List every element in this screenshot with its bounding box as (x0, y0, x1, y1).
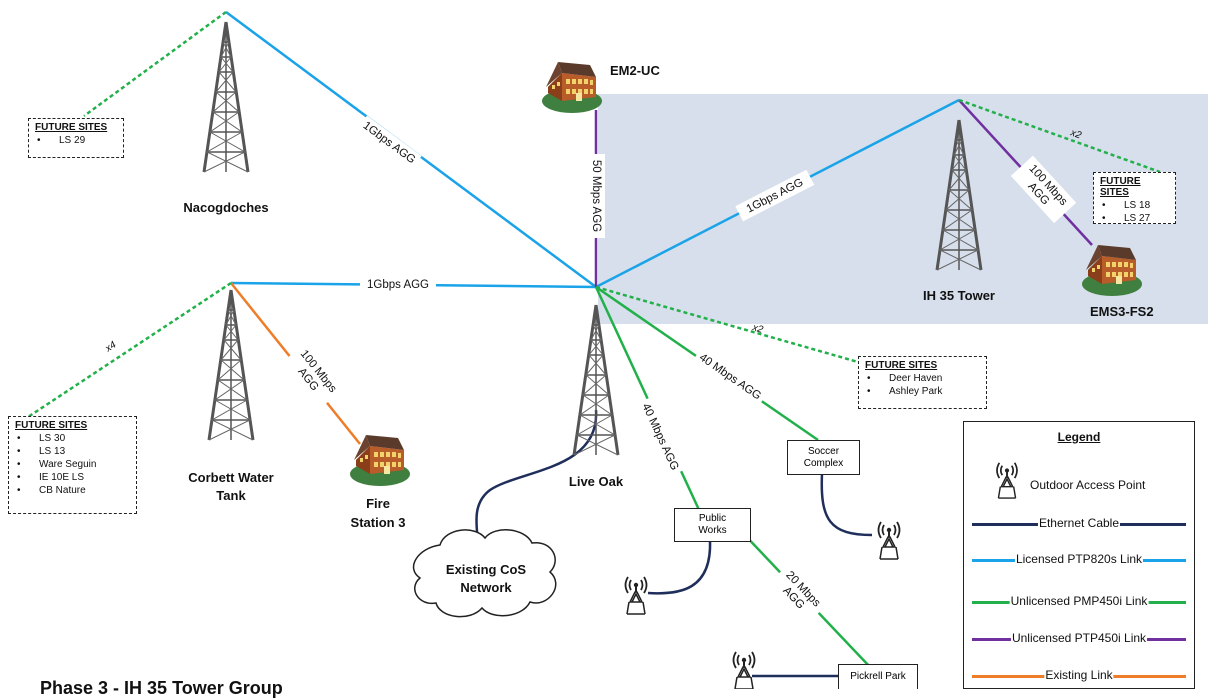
future-site-item: Ware Seguin (15, 458, 130, 471)
antenna-public-works-icon (624, 576, 648, 615)
tower-live-oak-label: Live Oak (569, 474, 624, 489)
future-link-corbett (27, 281, 232, 419)
future-link-ih35 (958, 98, 1161, 174)
future-site-item: LS 27 (1100, 212, 1169, 225)
legend-existing-label: Existing Link (1044, 668, 1114, 682)
future-sites-header: FUTURE SITES (15, 420, 88, 431)
cloud-icon (412, 529, 557, 618)
legend-row-existing: Existing Link (972, 666, 1186, 686)
node-soccer-line1: Soccer (807, 445, 840, 457)
label-corbett-live: 1Gbps AGG (367, 279, 429, 291)
antenna-soccer-icon (877, 521, 901, 560)
legend-title: Legend (1057, 430, 1101, 444)
future-site-item: Deer Haven (865, 372, 980, 385)
node-public-line2: Works (698, 525, 727, 536)
future-sites-ih35: FUTURE SITES LS 18 LS 27 (1093, 172, 1176, 225)
node-pickrell-label: Pickrell Park (850, 671, 906, 682)
legend-licensed-label: Licensed PTP820s Link (1014, 552, 1144, 566)
legend-row-ethernet: Ethernet Cable (972, 514, 1186, 534)
tower-corbett-label-line2: Tank (216, 488, 246, 503)
access-point-icon (996, 461, 1018, 500)
cloud-label-line1: Existing CoS (446, 562, 527, 577)
site-fire-label-line1: Fire (366, 496, 390, 511)
label-x2-top: x2 (1068, 127, 1083, 141)
label-x4: x4 (103, 339, 119, 355)
ethernet-live-oak-cloud (475, 409, 598, 546)
future-sites-nacogdoches: FUTURE SITES LS 29 (28, 118, 124, 158)
node-public-line1: Public (698, 513, 727, 524)
node-public-works: Public Works (674, 508, 751, 542)
future-site-item: LS 13 (15, 445, 130, 458)
node-pickrell-park: Pickrell Park (838, 664, 918, 689)
legend: Legend Outdoor Access Point Ethernet Cab… (963, 421, 1195, 689)
future-site-item: LS 30 (15, 432, 130, 445)
cloud-label-line2: Network (460, 580, 512, 595)
future-sites-header: FUTURE SITES (865, 360, 938, 371)
tower-nacogdoches-icon (202, 20, 250, 174)
ethernet-soccer (820, 473, 873, 537)
future-link-nacogdoches (83, 10, 227, 118)
node-soccer-line2: Complex (803, 457, 844, 469)
tower-live-oak-icon (572, 303, 620, 457)
node-soccer-complex: Soccer Complex (787, 440, 860, 475)
legend-ptp450i-label: Unlicensed PTP450i Link (1010, 631, 1148, 645)
site-fire-label-line2: Station 3 (351, 515, 406, 530)
future-sites-header: FUTURE SITES (1100, 176, 1141, 198)
future-sites-live-oak: FUTURE SITES Deer Haven Ashley Park (858, 356, 987, 409)
future-site-item: IE 10E LS (15, 471, 130, 484)
future-site-item: LS 29 (35, 134, 117, 147)
future-sites-header: FUTURE SITES (35, 122, 108, 133)
building-em2uc-icon (542, 62, 602, 113)
tower-corbett-label-line1: Corbett Water (188, 470, 273, 485)
site-em2uc-label: EM2-UC (610, 63, 660, 78)
tower-nacogdoches-label: Nacogdoches (183, 200, 268, 215)
label-live-public: 40 Mbps AGG (639, 402, 680, 473)
legend-ethernet-label: Ethernet Cable (1037, 516, 1121, 530)
legend-row-ptp450i: Unlicensed PTP450i Link (972, 629, 1186, 649)
future-sites-corbett: FUTURE SITES LS 30 LS 13 Ware Seguin IE … (8, 416, 137, 514)
label-em2-live: 50 Mbps AGG (590, 160, 602, 232)
legend-access-point-label: Outdoor Access Point (1030, 478, 1146, 492)
label-x2-live: x2 (750, 322, 765, 336)
ethernet-public-works (647, 539, 712, 595)
tower-corbett-icon (207, 288, 255, 442)
site-ems3-label: EMS3-FS2 (1090, 304, 1154, 319)
label-nac-live: 1Gbps AGG (361, 120, 418, 167)
legend-pmp450i-label: Unlicensed PMP450i Link (1009, 594, 1149, 608)
future-link-live-oak (595, 285, 859, 364)
legend-row-pmp450i: Unlicensed PMP450i Link (972, 592, 1186, 612)
future-site-item: CB Nature (15, 484, 130, 497)
label-live-soccer: 40 Mbps AGG (697, 352, 763, 403)
legend-row-licensed: Licensed PTP820s Link (972, 550, 1186, 570)
antenna-pickrell-icon (732, 651, 756, 689)
tower-ih35-label: IH 35 Tower (923, 288, 995, 303)
legend-row-access-point: Outdoor Access Point (992, 460, 1192, 500)
future-site-item: LS 18 (1100, 199, 1169, 212)
future-site-item: Ashley Park (865, 385, 980, 398)
